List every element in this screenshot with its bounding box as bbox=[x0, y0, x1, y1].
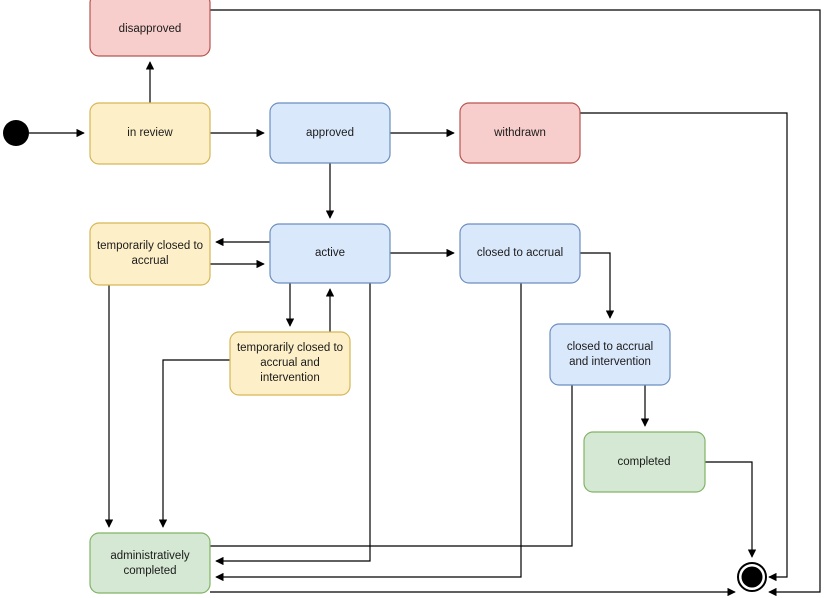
state-box-withdrawn[interactable] bbox=[459, 102, 581, 164]
edge-layer bbox=[29, 9, 821, 597]
state-box-temporarily-closed-to-accrual[interactable] bbox=[89, 222, 211, 286]
state-node-administratively-completed[interactable]: administratively completed bbox=[89, 532, 211, 594]
state-node-completed[interactable]: completed bbox=[583, 431, 706, 493]
final-state-inner-disc bbox=[741, 566, 763, 588]
edge-withdrawn-to-final bbox=[580, 112, 788, 582]
state-box-active[interactable] bbox=[269, 223, 391, 284]
state-box-ctai[interactable] bbox=[549, 323, 671, 386]
state-box-administratively-completed[interactable] bbox=[89, 532, 211, 594]
edge-tcai-to-admin-completed bbox=[158, 359, 230, 528]
node-layer: disapproved in review approved withdrawn… bbox=[3, 0, 767, 594]
state-box-in-review[interactable] bbox=[89, 102, 211, 165]
state-box-disapproved[interactable] bbox=[89, 0, 211, 57]
state-box-tcai[interactable] bbox=[229, 331, 351, 396]
state-node-disapproved[interactable]: disapproved bbox=[89, 0, 211, 57]
edge-closed-to-accrual-to-ctai bbox=[580, 252, 615, 319]
state-node-withdrawn[interactable]: withdrawn bbox=[459, 102, 581, 164]
edge-closed-to-accrual-to-admin-completed bbox=[215, 283, 522, 582]
state-node-in-review[interactable]: in review bbox=[89, 102, 211, 165]
state-box-completed[interactable] bbox=[583, 431, 706, 493]
state-node-active[interactable]: active bbox=[269, 223, 391, 284]
state-node-closed-to-accrual[interactable]: closed to accrual bbox=[459, 223, 581, 284]
state-node-temporarily-closed-to-accrual-and-intervention[interactable]: temporarily closed to accrual and interv… bbox=[229, 331, 351, 396]
state-node-approved[interactable]: approved bbox=[269, 102, 391, 164]
edge-disapproved-to-final bbox=[210, 9, 821, 597]
state-node-temporarily-closed-to-accrual[interactable]: temporarily closed to accrual bbox=[89, 222, 211, 286]
edge-active-to-admin-completed bbox=[215, 283, 371, 566]
state-box-approved[interactable] bbox=[269, 102, 391, 164]
final-state-node[interactable] bbox=[737, 562, 767, 592]
state-node-closed-to-accrual-and-intervention[interactable]: closed to accrual and intervention bbox=[549, 323, 671, 386]
edge-completed-to-final bbox=[705, 461, 757, 558]
state-box-closed-to-accrual[interactable] bbox=[459, 223, 581, 284]
edge-ctai-to-admin-completed bbox=[210, 385, 573, 547]
initial-state-node[interactable] bbox=[3, 120, 29, 146]
